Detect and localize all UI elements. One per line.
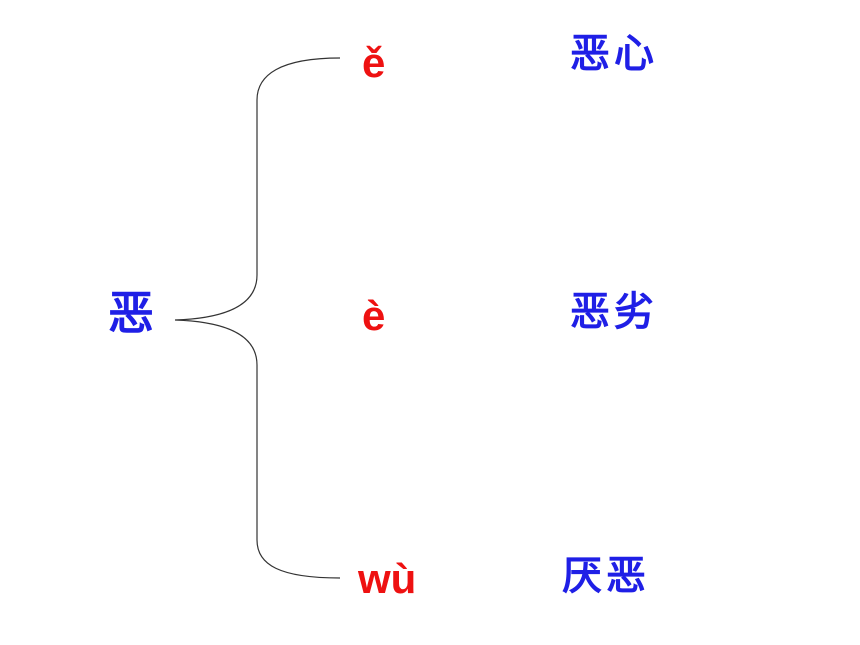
reading-2-word: 恶劣 [570,289,658,335]
brace-path [174,57,341,579]
reading-3-pinyin: wù [358,555,417,602]
reading-1-word: 恶心 [570,31,658,77]
root-char: 恶 [108,286,154,340]
reading-2-pinyin: è [362,292,386,339]
reading-3-word: 厌恶 [562,553,650,599]
reading-1-pinyin: ě [362,39,386,86]
